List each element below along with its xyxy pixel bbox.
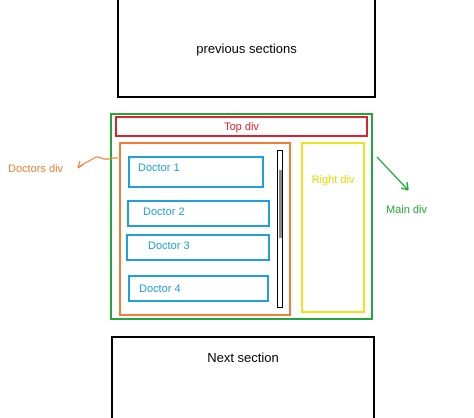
doctor-item-label: Doctor 1 bbox=[138, 162, 180, 174]
previous-sections-box: previous sections bbox=[117, 0, 376, 98]
top-div-box: Top div bbox=[115, 116, 368, 137]
top-div-label: Top div bbox=[224, 120, 259, 133]
doctor-item-label: Doctor 2 bbox=[143, 206, 185, 218]
doctors-div-arrowhead bbox=[77, 160, 85, 169]
main-div-arrowhead bbox=[400, 181, 409, 191]
right-div-label: Right div bbox=[311, 174, 355, 186]
doctor-item: Doctor 2 bbox=[127, 200, 270, 227]
main-div-arrow bbox=[376, 156, 409, 191]
doctors-div-annotation: Doctors div bbox=[8, 163, 64, 175]
doctor-item-label: Doctor 3 bbox=[148, 240, 190, 252]
next-section-label: Next section bbox=[207, 350, 279, 365]
previous-sections-label: previous sections bbox=[196, 41, 297, 56]
doctor-item-label: Doctor 4 bbox=[139, 283, 181, 295]
doctors-scrollbar-thumb bbox=[279, 170, 282, 238]
right-div-box: Right div bbox=[301, 142, 365, 313]
main-div-annotation: Main div bbox=[386, 204, 427, 216]
main-div-box bbox=[110, 113, 373, 320]
doctors-div-box bbox=[119, 142, 291, 316]
next-section-box: Next section bbox=[111, 336, 375, 418]
doctor-item: Doctor 4 bbox=[128, 275, 269, 302]
doctor-item: Doctor 1 bbox=[128, 156, 264, 188]
doctor-item: Doctor 3 bbox=[126, 234, 270, 261]
